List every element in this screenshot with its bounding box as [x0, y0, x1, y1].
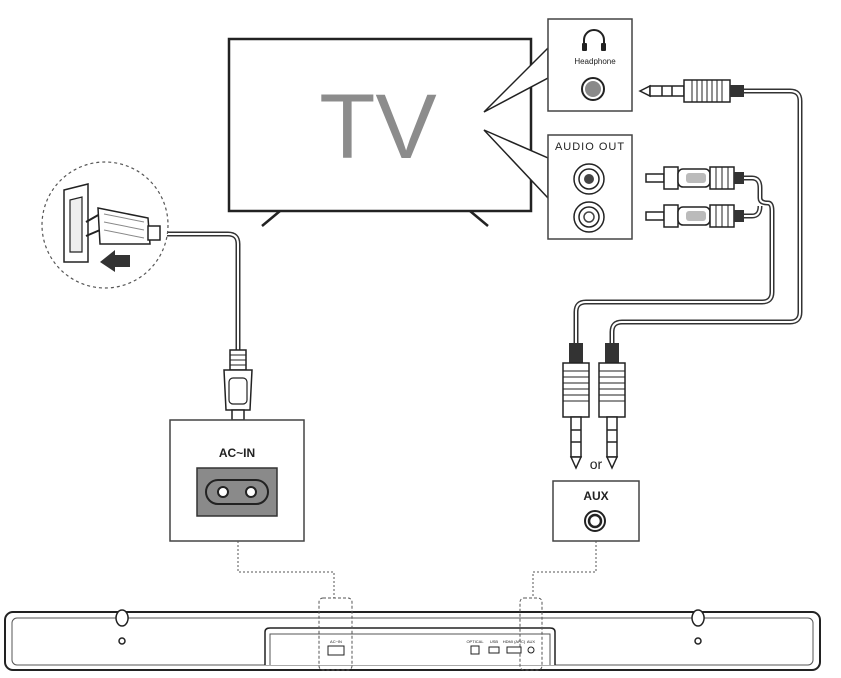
- port-optical: [470, 645, 480, 655]
- port-label-aux: AUX: [527, 639, 536, 644]
- cables: [158, 88, 803, 350]
- power-connector: [223, 349, 253, 421]
- tv: TV: [227, 37, 533, 227]
- port-ac-in: [327, 645, 345, 656]
- headphone-plug: [638, 79, 744, 103]
- port-label-optical: OPTICAL: [466, 639, 484, 644]
- or-label: or: [590, 456, 603, 472]
- port-label-hdmi: HDMI (ARC): [503, 639, 526, 644]
- rca-jack-bottom: [573, 201, 605, 233]
- wall-outlet-icon: [63, 183, 89, 263]
- port-label-ac-in: AC~IN: [330, 639, 342, 644]
- insert-arrow-icon: [100, 250, 130, 272]
- rca-plug-bottom: [645, 204, 744, 228]
- headphone-panel: Headphone: [547, 18, 633, 112]
- port-usb: [488, 646, 500, 654]
- port-label-usb: USB: [490, 639, 499, 644]
- tv-label: TV: [319, 76, 437, 178]
- aux-plug-right: [598, 343, 626, 470]
- power-plug-icon: [85, 207, 161, 245]
- port-aux: [527, 646, 535, 654]
- aux-label: AUX: [583, 489, 608, 503]
- headphone-icon: [582, 29, 606, 51]
- rca-jack-top: [573, 163, 605, 195]
- audio-out-label: AUDIO OUT: [555, 141, 625, 153]
- aux-panel: AUX: [552, 480, 640, 542]
- aux-plug-left: [562, 343, 590, 470]
- guide-lines: [237, 541, 597, 598]
- ac-in-panel: AC~IN: [169, 419, 305, 542]
- port-hdmi: [506, 646, 522, 654]
- headphone-label: Headphone: [574, 57, 616, 66]
- wall-outlet-callout: [41, 161, 169, 289]
- rca-plug-top: [645, 166, 744, 190]
- ac-in-label: AC~IN: [219, 446, 255, 460]
- audio-out-panel: AUDIO OUT: [547, 134, 633, 240]
- soundbar: [4, 609, 821, 671]
- soundbar-ports: AC~IN OPTICAL USB HDMI (ARC) AUX: [318, 597, 543, 671]
